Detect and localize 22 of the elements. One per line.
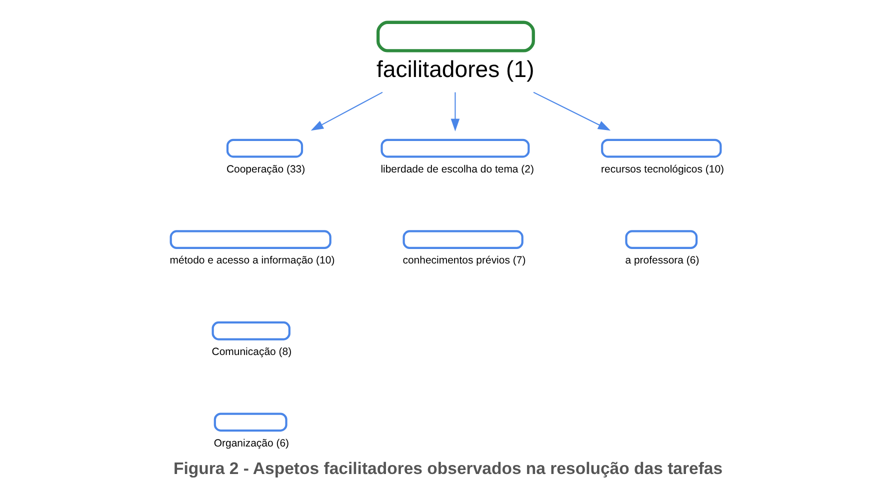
node-label: método e acesso a informação (10) — [169, 256, 334, 267]
node-label: Cooperação (33) — [226, 164, 305, 176]
node-box — [624, 230, 698, 250]
node-label: a professora (6) — [624, 256, 699, 267]
node-label: facilitadores (1) — [376, 56, 534, 82]
arrow — [310, 92, 382, 131]
node-box — [600, 138, 722, 158]
node-label: Organização (6) — [213, 438, 289, 450]
node-label: recursos tecnológicos (10) — [600, 164, 724, 176]
node-box — [169, 230, 331, 250]
node-label: liberdade de escolha do tema (2) — [380, 164, 534, 176]
node-box — [226, 138, 303, 158]
node-box — [211, 321, 290, 340]
node-box — [376, 20, 534, 52]
node-box — [380, 138, 530, 158]
node-box — [402, 230, 523, 250]
caption: Figura 2 - Aspetos facilitadores observados na resolução das tarefas — [172, 458, 722, 478]
arrow — [450, 92, 460, 132]
arrow — [532, 92, 610, 131]
node-label: Comunicação (8) — [211, 347, 292, 358]
node-label: conhecimentos prévios (7) — [402, 256, 526, 267]
node-box — [213, 412, 287, 432]
